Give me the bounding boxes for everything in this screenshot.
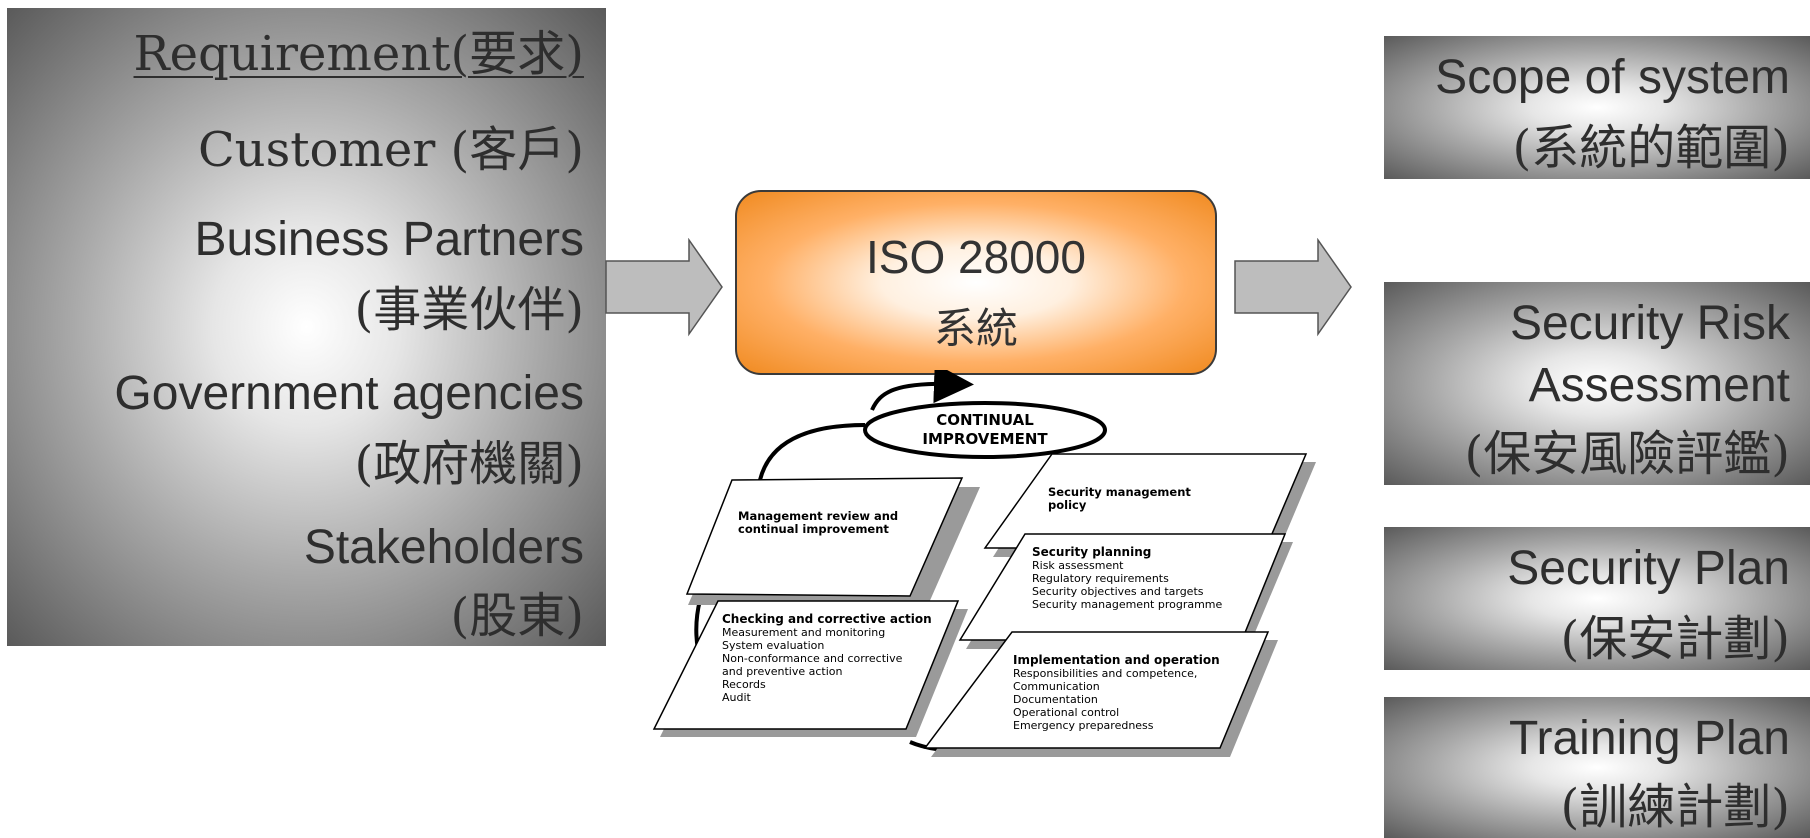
business-partners-cjk: (事業伙伴): [354, 282, 584, 338]
training-plan-box: Training Plan (訓練計劃): [1384, 697, 1810, 838]
checking-item: Audit: [722, 691, 752, 704]
customer-label: Customer (客戶): [197, 122, 584, 178]
implementation-card: [923, 631, 1270, 749]
security-plan-line-1: Security Plan: [1507, 542, 1790, 595]
management-review-line-2: continual improvement: [738, 522, 889, 536]
cycle-arrow-up: [870, 370, 974, 411]
policy-line-2: policy: [1048, 498, 1087, 512]
implementation-item: Emergency preparedness: [1013, 719, 1154, 732]
checking-item: Records: [722, 678, 766, 691]
scope-of-system-box: Scope of system (系統的範圍): [1384, 36, 1810, 179]
planning-item: Regulatory requirements: [1032, 572, 1169, 585]
checking-item: System evaluation: [722, 639, 824, 652]
planning-item: Security objectives and targets: [1032, 585, 1204, 598]
requirement-box: Requirement(要求) Customer (客戶) Business P…: [7, 8, 606, 646]
risk-line-1: Security Risk: [1509, 297, 1790, 350]
government-agencies-label: Government agencies: [114, 367, 584, 420]
government-agencies-cjk: (政府機關): [354, 436, 584, 492]
management-review-line-1: Management review and: [738, 509, 898, 523]
security-plan-line-2: (保安計劃): [1560, 611, 1790, 667]
output-arrow: [1234, 238, 1352, 337]
input-arrow: [605, 238, 723, 337]
training-plan-line-1: Training Plan: [1508, 712, 1790, 765]
risk-line-2: Assessment: [1528, 359, 1790, 412]
business-partners-label: Business Partners: [194, 213, 584, 266]
planning-item: Risk assessment: [1032, 559, 1124, 572]
scope-line-2: (系統的範圍): [1512, 120, 1790, 176]
iso-title: ISO 28000: [866, 231, 1086, 283]
continual-improvement-badge: [863, 401, 1107, 459]
requirement-title: Requirement(要求): [133, 26, 584, 82]
checking-title: Checking and corrective action: [722, 612, 932, 626]
iso-28000-box: ISO 28000 系統: [735, 190, 1217, 375]
risk-line-3: (保安風險評鑑): [1464, 426, 1790, 482]
badge-line-1: CONTINUAL: [936, 411, 1034, 429]
badge-line-2: IMPROVEMENT: [922, 430, 1048, 448]
checking-item: Measurement and monitoring: [722, 626, 885, 639]
cycle-line-top-left: [758, 423, 866, 481]
scope-line-1: Scope of system: [1435, 51, 1790, 104]
iso-subtitle: 系統: [933, 304, 1018, 353]
implementation-item: Responsibilities and competence,: [1013, 667, 1197, 680]
implementation-item: Communication: [1013, 680, 1100, 693]
implementation-item: Operational control: [1013, 706, 1119, 719]
checking-item: Non-conformance and corrective: [722, 652, 903, 665]
stakeholders-label: Stakeholders: [303, 521, 584, 574]
checking-item: and preventive action: [722, 665, 843, 678]
policy-line-1: Security management: [1048, 485, 1191, 499]
planning-title: Security planning: [1032, 545, 1151, 559]
security-plan-box: Security Plan (保安計劃): [1384, 527, 1810, 670]
checking-card: [652, 600, 960, 730]
planning-item: Security management programme: [1032, 598, 1223, 611]
management-review-card: [685, 477, 964, 597]
implementation-item: Documentation: [1013, 693, 1098, 706]
implementation-title: Implementation and operation: [1013, 653, 1220, 667]
security-risk-assessment-box: Security Risk Assessment (保安風險評鑑): [1384, 282, 1810, 485]
stakeholders-cjk: (股東): [450, 588, 584, 644]
training-plan-line-2: (訓練計劃): [1560, 779, 1790, 835]
continual-improvement-cycle: CONTINUAL IMPROVEMENT Management review …: [652, 370, 1316, 757]
